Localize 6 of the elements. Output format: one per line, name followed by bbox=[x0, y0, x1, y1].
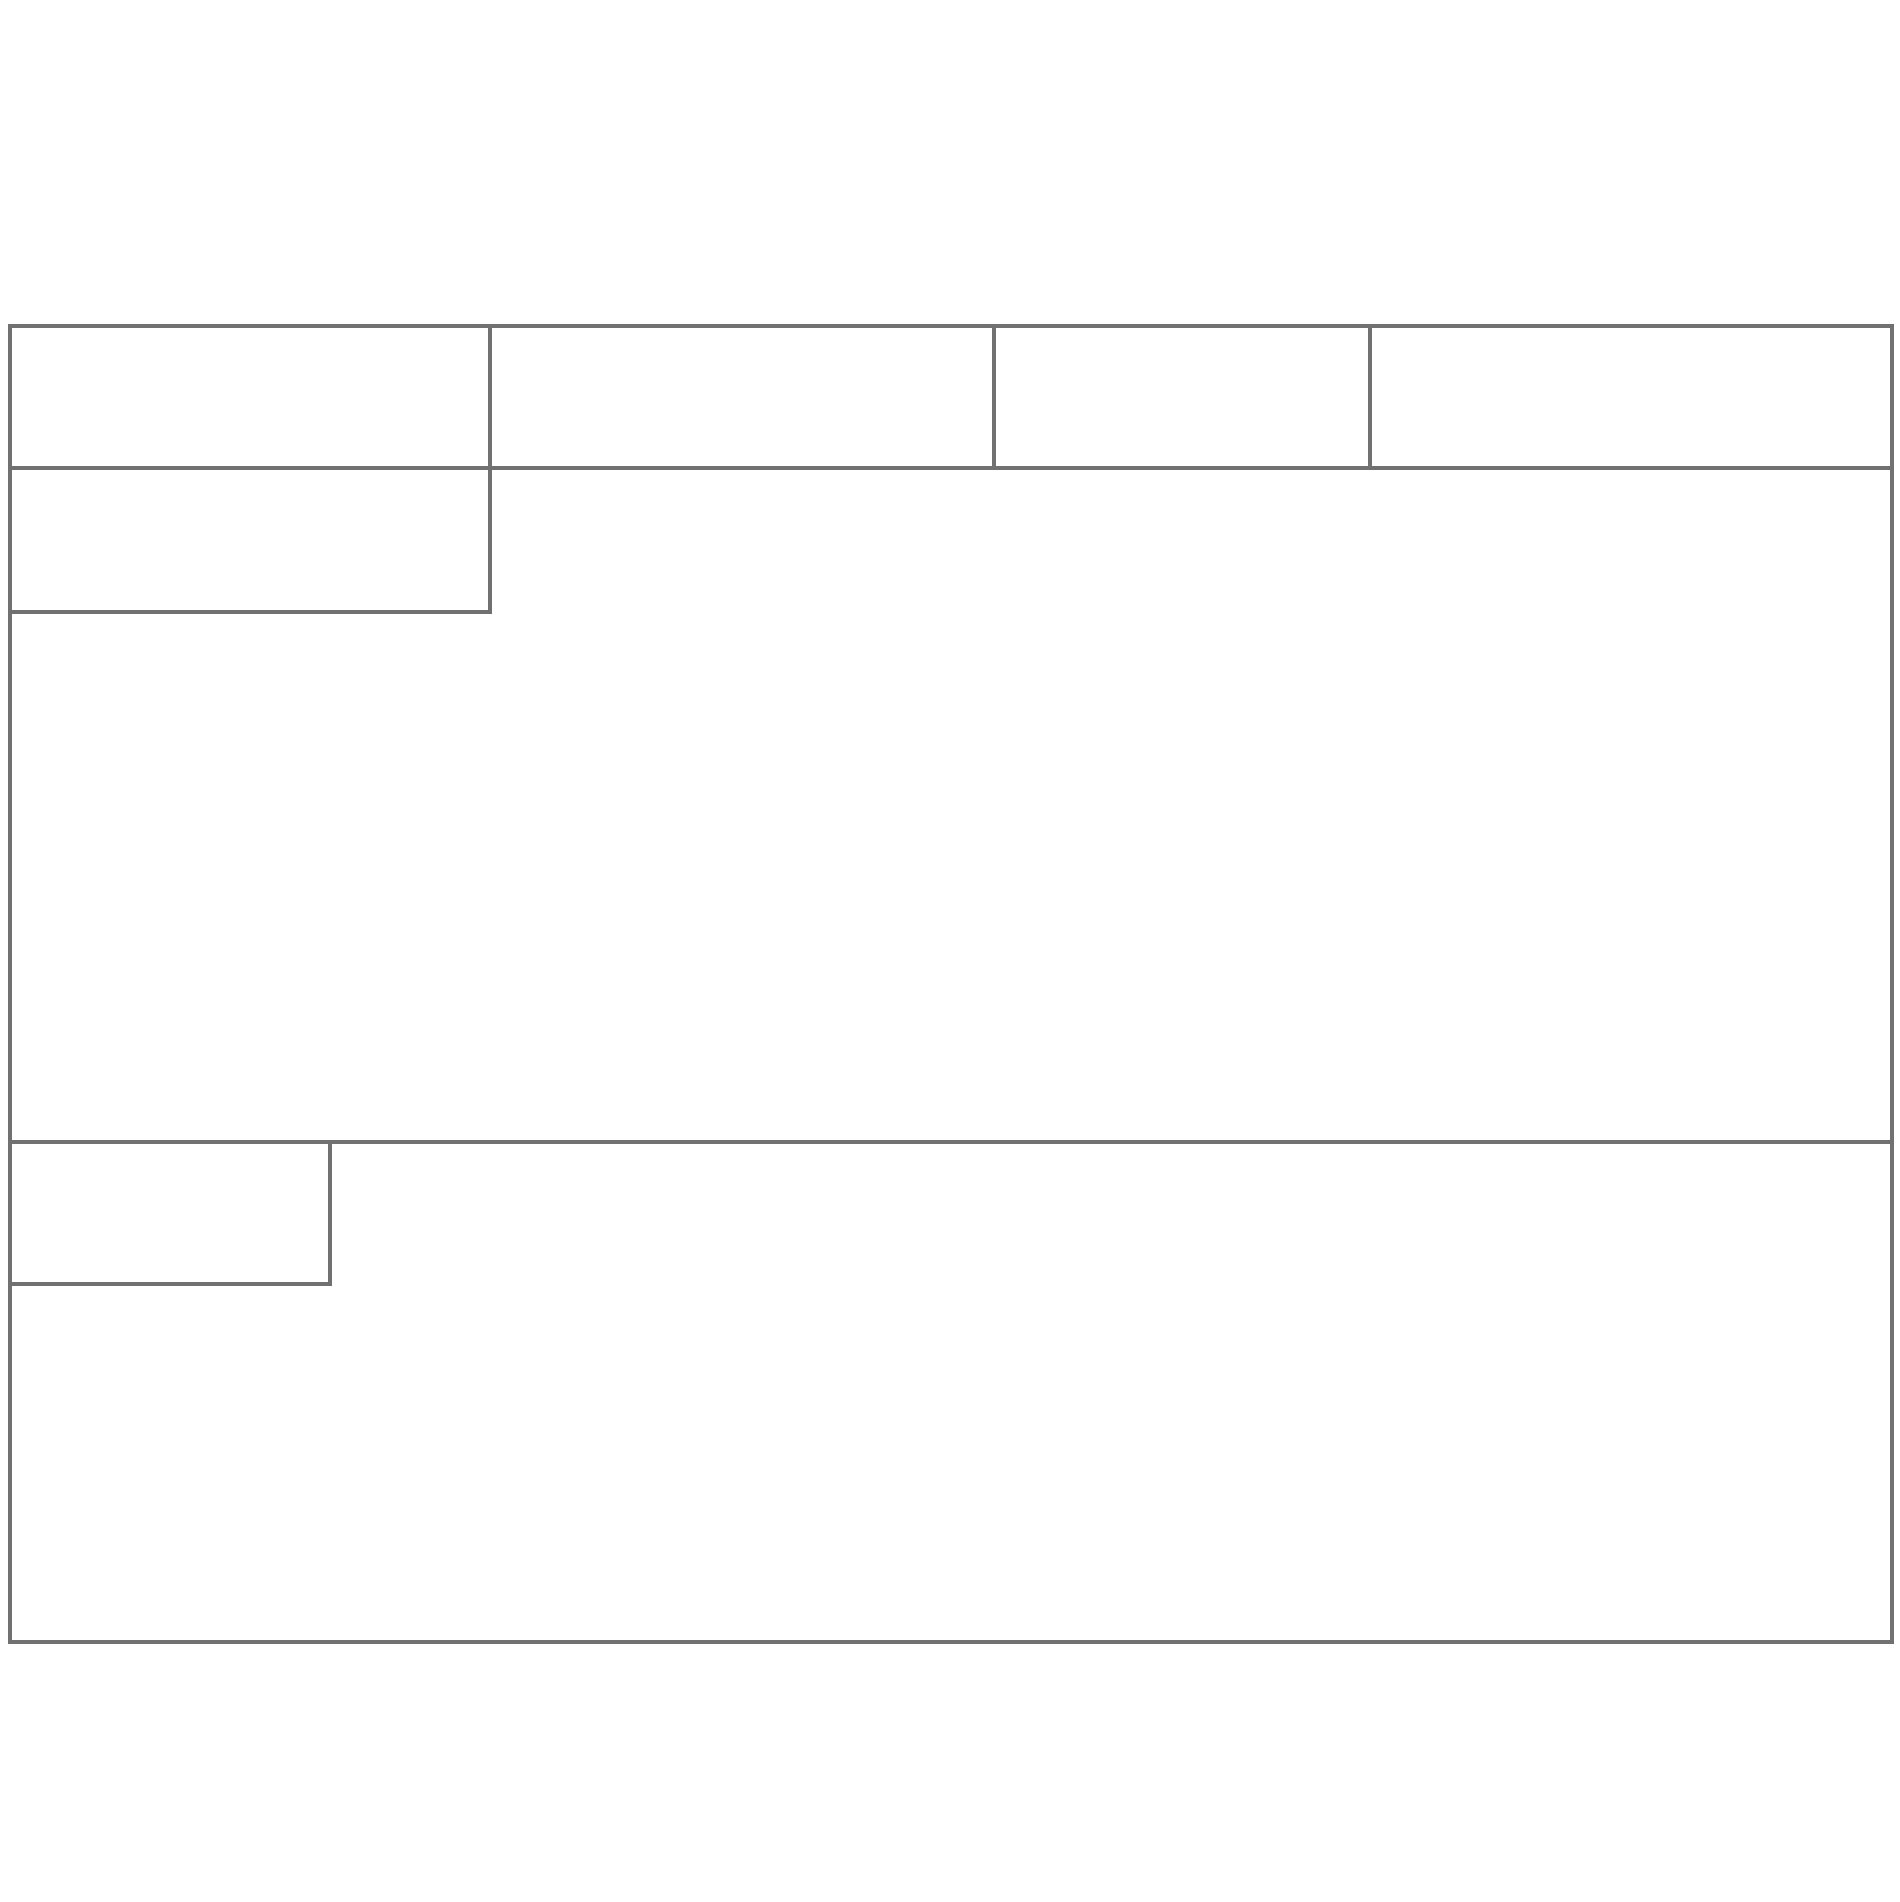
frame-tab bbox=[8, 466, 492, 614]
frame-panel bbox=[8, 1140, 1894, 1644]
header-box bbox=[8, 324, 492, 470]
frame-panel bbox=[8, 466, 1894, 1144]
frame-tab bbox=[8, 1140, 332, 1286]
header-box bbox=[1368, 324, 1894, 470]
